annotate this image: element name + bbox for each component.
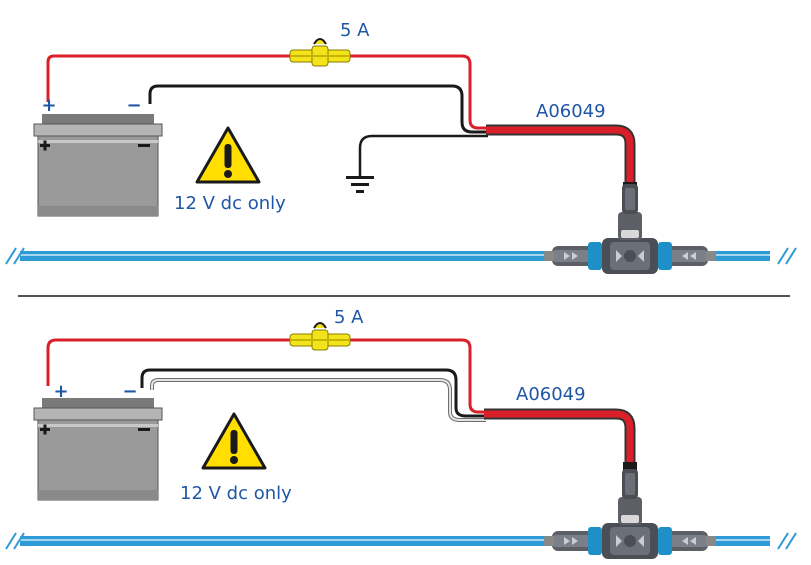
negative-terminal-sign: − bbox=[126, 95, 141, 116]
warning-icon-bottom bbox=[201, 412, 267, 470]
fuse-icon-top bbox=[289, 38, 351, 67]
power-cable-top bbox=[486, 126, 634, 196]
battery-icon-bottom bbox=[33, 397, 163, 501]
fuse-rating-label: 5 A bbox=[340, 20, 370, 41]
fuse-rating-label: 5 A bbox=[334, 307, 364, 328]
t-piece-connector-bottom bbox=[544, 469, 716, 559]
warning-text: 12 V dc only bbox=[174, 193, 286, 214]
positive-terminal-sign: + bbox=[53, 381, 68, 402]
negative-terminal-sign: − bbox=[122, 381, 137, 402]
positive-wire-bottom bbox=[46, 338, 486, 414]
positive-wire-top bbox=[46, 54, 488, 130]
t-piece-connector-top bbox=[544, 184, 716, 274]
panel-top: + − 5 A A06049 12 V dc only bbox=[5, 20, 797, 274]
panel-bottom: + − 5 A A06049 12 V dc only bbox=[5, 307, 797, 559]
battery-icon-top bbox=[33, 113, 163, 217]
cable-part-number: A06049 bbox=[536, 101, 606, 122]
positive-terminal-sign: + bbox=[41, 95, 56, 116]
power-cable-bottom bbox=[484, 410, 634, 470]
cable-part-number: A06049 bbox=[516, 384, 586, 405]
warning-text: 12 V dc only bbox=[180, 483, 292, 504]
negative-wire-top bbox=[148, 84, 488, 134]
drain-wire-bottom bbox=[151, 379, 486, 421]
warning-icon-top bbox=[195, 126, 261, 184]
negative-wire-bottom bbox=[140, 368, 486, 418]
ground-wire-top bbox=[358, 134, 488, 176]
ground-symbol-icon bbox=[346, 176, 374, 193]
